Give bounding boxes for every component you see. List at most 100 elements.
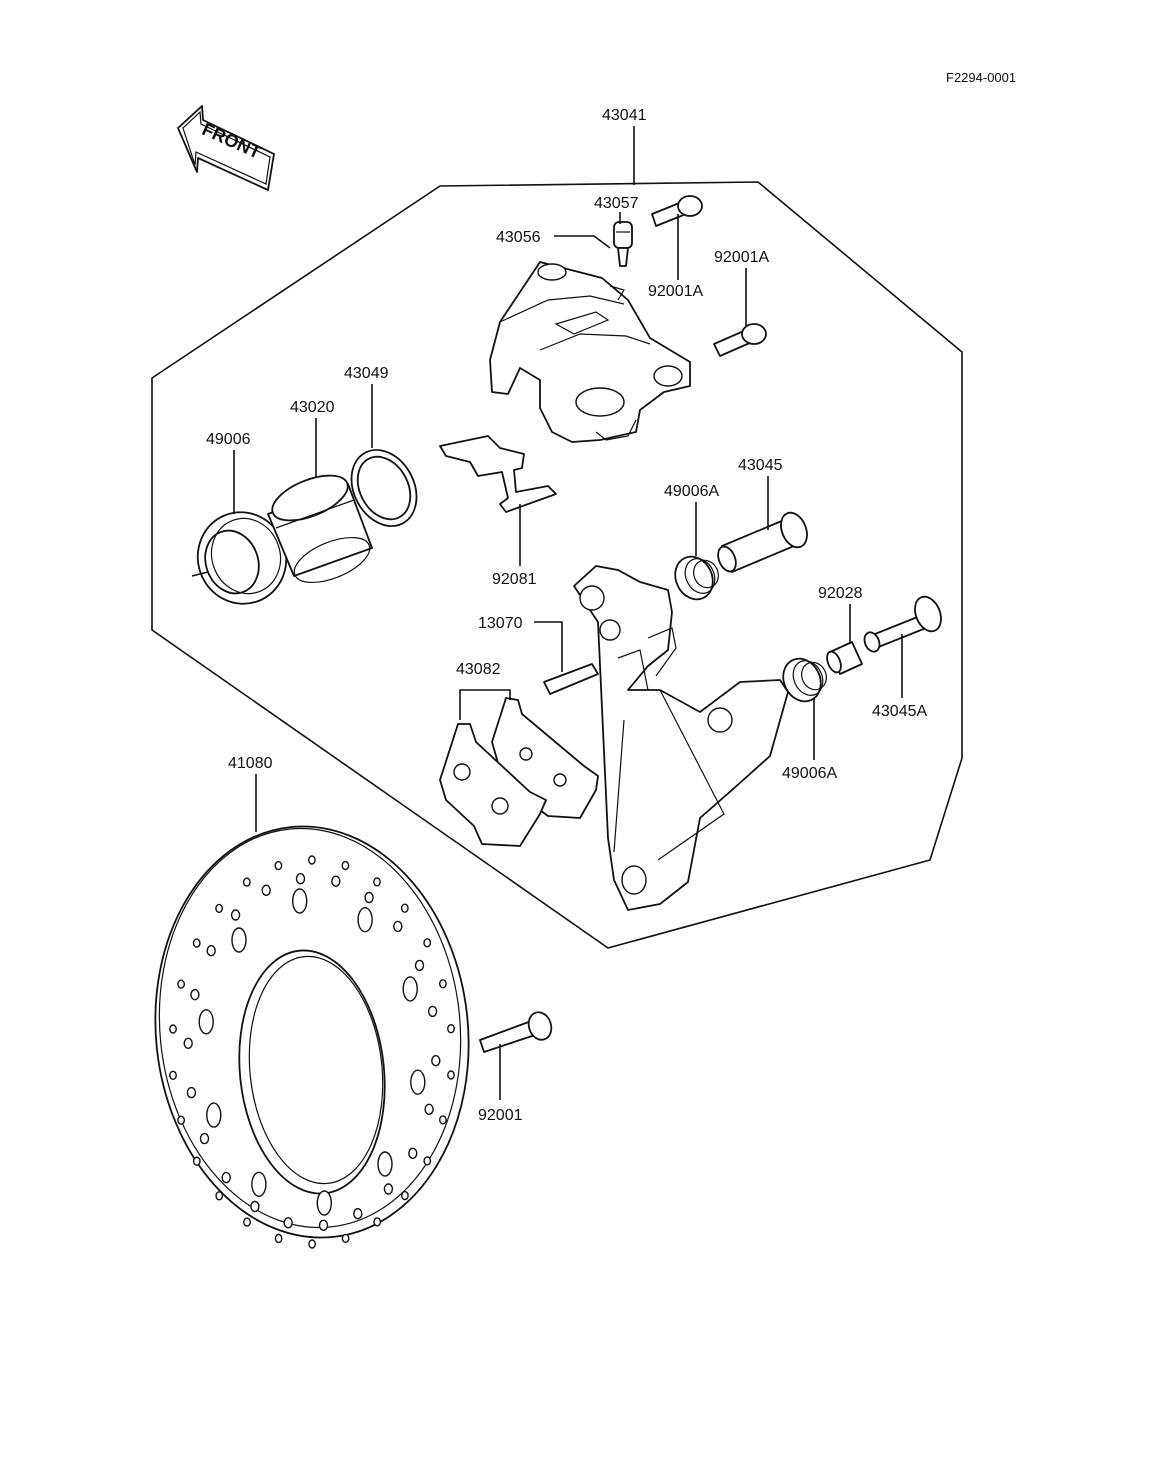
disc-hole [251, 1171, 267, 1198]
label-92001A-upper: 92001A [648, 283, 703, 300]
disc-hole [274, 1233, 283, 1244]
brake-disc [154, 825, 470, 1249]
leader-43082 [459, 689, 511, 720]
disc-hole [408, 1147, 418, 1160]
disc-hole [295, 873, 306, 885]
label-43082: 43082 [456, 661, 501, 678]
disc-hole [393, 920, 403, 933]
disc-hole [192, 938, 201, 948]
label-49006A-top: 49006A [664, 483, 719, 500]
disc-hole [373, 877, 381, 887]
disc-hole [400, 903, 409, 913]
pin-sleeve [826, 641, 863, 675]
disc-hole [414, 959, 425, 972]
label-43057: 43057 [594, 195, 639, 212]
leader-13070 [534, 621, 563, 672]
disc-hole [283, 1217, 293, 1229]
disc-hole [402, 976, 418, 1002]
disc-hole [438, 979, 447, 989]
disc-hole [274, 860, 283, 871]
disc-hole [199, 1132, 210, 1145]
front-arrow-icon: FRONT [177, 105, 275, 191]
disc-hole [331, 875, 341, 887]
disc-hole [169, 1024, 177, 1034]
piston-seal-ring [350, 449, 418, 527]
disc-hole [243, 1217, 251, 1227]
disc-hole [190, 989, 200, 1001]
pad-spring [439, 435, 557, 513]
bleeder-valve [613, 221, 633, 267]
disc-hole [186, 1086, 197, 1099]
caliper-assembly-outline [151, 181, 963, 949]
disc-hole [292, 888, 308, 914]
disc-hole [423, 938, 432, 948]
disc-hole [424, 1103, 434, 1116]
disc-hole [341, 860, 350, 871]
disc-hole [177, 1115, 186, 1125]
disc-hole [215, 1191, 224, 1201]
caliper-bolt-upper [651, 195, 703, 227]
disc-hole [427, 1005, 438, 1018]
disc-hole [242, 877, 251, 887]
disc-hole [357, 907, 373, 933]
disc-hole [438, 1115, 447, 1125]
disc-hole [231, 927, 247, 953]
label-92081: 92081 [492, 571, 537, 588]
caliper-body [489, 261, 691, 443]
label-92001A-right: 92001A [714, 249, 769, 266]
brake-piston [267, 474, 373, 584]
disc-hole [318, 1219, 329, 1232]
slide-pin-right [863, 595, 942, 653]
disc-bolt [479, 1011, 553, 1053]
disc-hole [198, 1009, 214, 1035]
disc-hole [447, 1023, 455, 1034]
disc-hole [383, 1183, 394, 1195]
label-13070: 13070 [478, 615, 523, 632]
label-43049: 43049 [344, 365, 389, 382]
label-41080: 41080 [228, 755, 273, 772]
disc-hole [215, 903, 224, 914]
leader-43056 [554, 235, 611, 249]
pin-boot-top [674, 555, 719, 601]
pad-pin [543, 663, 599, 695]
label-92001: 92001 [478, 1107, 523, 1124]
disc-hole [377, 1151, 393, 1177]
diagram-code: F2294-0001 [946, 70, 1016, 85]
label-43056: 43056 [496, 229, 541, 246]
caliper-bolt-right [713, 323, 767, 357]
slide-pin-top [717, 511, 808, 573]
label-49006A-right: 49006A [782, 765, 837, 782]
disc-hole [353, 1207, 363, 1220]
disc-hole [230, 909, 241, 921]
disc-hole [307, 855, 316, 865]
disc-hole [341, 1233, 350, 1244]
disc-holes [169, 855, 455, 1249]
disc-hole [431, 1054, 441, 1067]
disc-hole [206, 1102, 222, 1128]
disc-hole [261, 884, 271, 896]
disc-hole [423, 1156, 432, 1166]
disc-hole [364, 891, 374, 904]
brake-pads [439, 697, 599, 847]
disc-hole [206, 945, 216, 957]
disc-hole [447, 1070, 455, 1080]
label-43020: 43020 [290, 399, 335, 416]
pin-boot-right [782, 657, 827, 703]
disc-hole [373, 1217, 382, 1227]
disc-hole [221, 1171, 231, 1184]
disc-hole [308, 1239, 316, 1249]
disc-hole [410, 1069, 426, 1095]
disc-hole [192, 1156, 201, 1166]
caliper-bracket [573, 565, 789, 911]
disc-hole [250, 1200, 260, 1213]
disc-hole [400, 1190, 409, 1201]
disc-hole [177, 979, 186, 989]
disc-hole [316, 1190, 332, 1216]
label-43045A: 43045A [872, 703, 927, 720]
label-92028: 92028 [818, 585, 863, 602]
label-43045: 43045 [738, 457, 783, 474]
label-43041: 43041 [602, 107, 647, 124]
disc-hole [183, 1037, 193, 1050]
label-49006: 49006 [206, 431, 251, 448]
